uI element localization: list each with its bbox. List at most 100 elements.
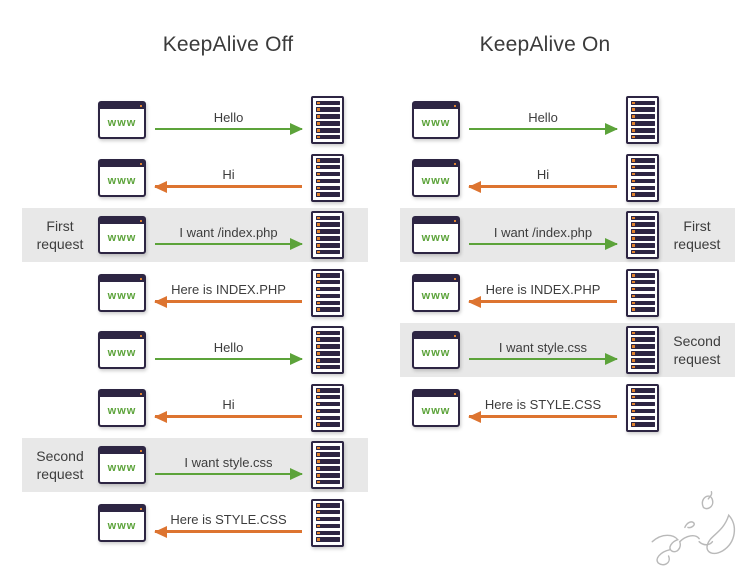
server-unit-bar	[315, 445, 340, 450]
server-rack-icon	[311, 441, 344, 489]
browser-window-icon: www	[98, 101, 146, 139]
server-unit-bar	[630, 249, 655, 255]
request-label: Second request	[673, 332, 721, 367]
server-unit-bar	[315, 479, 340, 485]
message-area: Hello	[460, 110, 626, 131]
browser-window-icon: www	[412, 273, 460, 312]
window-control-dot-icon	[454, 277, 456, 280]
window-control-dot-icon	[140, 277, 142, 280]
exchange-row: www Hello	[22, 93, 368, 147]
message-area: Here is STYLE.CSS	[460, 397, 626, 418]
server-unit-bar	[315, 509, 340, 515]
arrow-left-icon	[155, 415, 302, 418]
message-area: Hello	[146, 110, 311, 131]
browser-title-bar	[100, 160, 144, 167]
server-rack-icon	[626, 383, 659, 432]
browser-www-label: www	[107, 404, 137, 417]
server-rack-icon	[626, 211, 659, 259]
server-unit-bar	[315, 364, 340, 370]
browser-window-icon: www	[98, 388, 146, 427]
arrow-right-icon	[155, 357, 302, 361]
browser-title-bar	[414, 333, 458, 339]
server-unit-bar	[630, 222, 655, 227]
browser-title-bar	[100, 448, 144, 454]
server-unit-bar	[630, 364, 655, 370]
server-unit-bar	[315, 459, 340, 464]
browser-www-label: www	[421, 347, 451, 359]
server-unit-bar	[315, 408, 340, 414]
server-unit-bar	[630, 192, 655, 197]
message-label: Hello	[528, 109, 558, 125]
message-area: Here is STYLE.CSS	[146, 512, 311, 533]
browser-title-bar	[414, 390, 458, 397]
browser-window-icon: www	[98, 273, 146, 312]
server-unit-bar	[315, 452, 340, 457]
server-unit-bar	[315, 164, 340, 170]
server-rack-icon	[626, 153, 659, 202]
server-unit-bar	[315, 158, 340, 163]
message-label: Hi	[222, 167, 235, 183]
server-unit-bar	[315, 121, 340, 126]
server-unit-bar	[315, 307, 340, 312]
exchange-row: www Hi	[22, 151, 368, 205]
browser-window-icon: www	[412, 388, 460, 427]
server-unit-bar	[315, 466, 340, 471]
server-unit-bar	[630, 128, 655, 133]
server-unit-bar	[630, 171, 655, 177]
server-unit-bar	[630, 100, 655, 105]
column-title-keepalive-on: KeepAlive On	[479, 33, 611, 56]
server-unit-bar	[315, 330, 340, 335]
server-unit-bar	[315, 279, 340, 285]
request-label: Second request	[36, 447, 84, 482]
server-unit-bar	[630, 401, 655, 407]
server-unit-bar	[315, 171, 340, 177]
server-unit-bar	[315, 222, 340, 227]
server-unit-bar	[315, 236, 340, 241]
browser-www-label: www	[107, 232, 137, 244]
exchange-row: www Here is INDEX.PHP	[22, 266, 368, 320]
server-unit-bar	[630, 307, 655, 312]
server-unit-bar	[315, 114, 340, 119]
message-label: Hello	[213, 109, 244, 125]
server-unit-bar	[315, 473, 340, 478]
server-unit-bar	[315, 358, 340, 363]
server-unit-bar	[315, 394, 340, 400]
server-unit-bar	[315, 530, 340, 536]
message-area: Hello	[146, 340, 311, 361]
server-unit-bar	[315, 128, 340, 133]
message-label: Here is INDEX.PHP	[485, 282, 601, 298]
server-rack-icon	[311, 268, 344, 317]
server-rack-icon	[311, 498, 344, 547]
message-area: Hi	[146, 397, 311, 418]
server-unit-bar	[315, 243, 340, 248]
browser-www-label: www	[107, 174, 137, 187]
browser-www-label: www	[107, 289, 137, 302]
server-unit-bar	[315, 107, 340, 112]
arabic-calligraphy-signature-icon	[651, 490, 736, 566]
server-unit-bar	[630, 107, 655, 112]
server-rack-icon	[311, 326, 344, 374]
exchange-row: www Here is INDEX.PHP	[400, 266, 735, 320]
server-unit-bar	[630, 114, 655, 119]
server-unit-bar	[630, 408, 655, 414]
message-area: Here is INDEX.PHP	[146, 282, 311, 303]
server-unit-bar	[630, 243, 655, 248]
window-control-dot-icon	[454, 335, 456, 337]
message-area: Here is INDEX.PHP	[460, 282, 626, 303]
arrow-right-icon	[155, 127, 302, 131]
browser-www-label: www	[107, 519, 137, 532]
server-unit-bar	[630, 330, 655, 335]
message-label: Here is STYLE.CSS	[484, 397, 602, 413]
window-control-dot-icon	[454, 105, 456, 107]
browser-www-label: www	[421, 404, 451, 417]
server-rack-icon	[311, 383, 344, 432]
browser-title-bar	[100, 103, 144, 109]
server-unit-bar	[630, 185, 655, 191]
window-control-dot-icon	[454, 392, 456, 395]
server-unit-bar	[630, 236, 655, 241]
message-area: I want style.css	[460, 340, 626, 361]
